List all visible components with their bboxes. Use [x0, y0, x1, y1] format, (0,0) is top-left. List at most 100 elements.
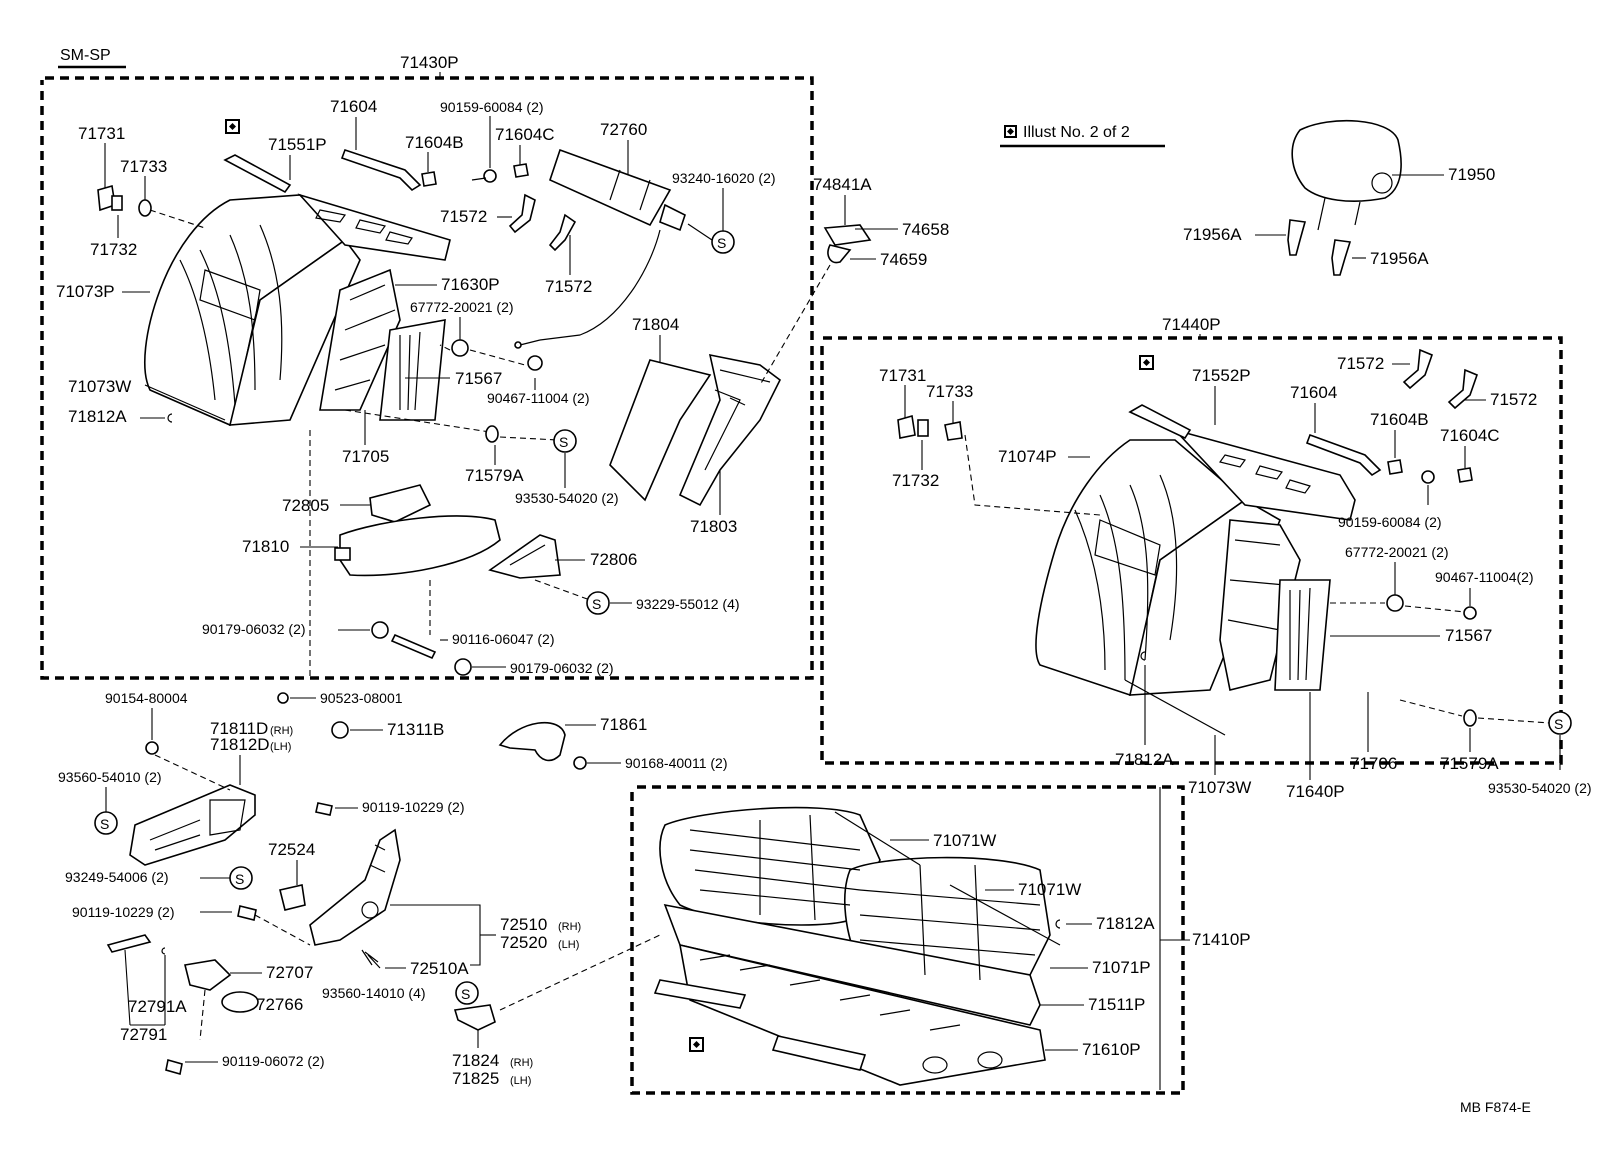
label-71311b: 71311B [387, 720, 444, 739]
label-71572: 71572 [1337, 354, 1384, 373]
s-symbol-icon [94, 811, 118, 835]
label-71705: 71705 [342, 447, 389, 466]
s-symbol-text: S [717, 235, 726, 251]
label-71073w: 71073W [1188, 778, 1251, 797]
label-90179-06032: 90179-06032 (2) [510, 660, 614, 676]
part-72510-recliner: 72510 (RH) 72520 (LH) 72510A [309, 828, 581, 978]
label-71640p: 71640P [1286, 782, 1345, 801]
label-74659: 74659 [880, 250, 927, 269]
label-71733: 71733 [926, 382, 973, 401]
label-71610p: 71610P [1082, 1040, 1141, 1059]
label-93249-54006: 93249-54006 (2) [65, 869, 169, 885]
label-71733: 71733 [120, 157, 167, 176]
part-71731-71733-71732: 71731 71733 71732 [78, 124, 206, 259]
label-71604b: 71604B [1370, 410, 1429, 429]
group-box-71410p: 71410P [630, 785, 1251, 1095]
label-71811d-side: (RH) [270, 725, 293, 737]
label-90154-80004: 90154-80004 [105, 690, 188, 706]
part-71950-headrest: 71950 71956A 71956A [1183, 119, 1495, 276]
model-code: SM-SP [60, 47, 111, 64]
label-71567: 71567 [1445, 626, 1492, 645]
part-74841a: 74841A 74658 74659 [759, 175, 949, 386]
label-71950: 71950 [1448, 165, 1495, 184]
s-symbol-icon [229, 866, 253, 890]
label-72524: 72524 [268, 840, 315, 859]
label-71812d-side: (LH) [270, 741, 291, 753]
part-90119-06072 [165, 1058, 183, 1076]
label-71071w: 71071W [1018, 880, 1081, 899]
label-71731: 71731 [78, 124, 125, 143]
label-72760: 72760 [600, 120, 647, 139]
label-90179-06032: 90179-06032 (2) [202, 621, 306, 637]
label-71810: 71810 [242, 537, 289, 556]
label-90116-06047: 90116-06047 (2) [452, 631, 554, 647]
label-71567: 71567 [455, 369, 502, 388]
label-71812a: 71812A [1096, 914, 1155, 933]
label-72791a: 72791A [128, 997, 187, 1016]
label-90467-11004: 90467-11004 (2) [487, 390, 589, 406]
group-box-71430p: 71430P [40, 53, 814, 680]
label-71572: 71572 [1490, 390, 1537, 409]
s-symbol-text: S [235, 871, 244, 887]
part-71824 [453, 1004, 496, 1031]
part-72791a [161, 947, 166, 955]
label-71812d: 71812D [210, 735, 270, 754]
label-71812a: 71812A [1115, 750, 1174, 769]
label-71579a: 71579A [1440, 754, 1499, 773]
label-72520: 72520 [500, 933, 547, 952]
part-72760-strap [549, 148, 672, 227]
label-93530-54020: 93530-54020 (2) [1488, 780, 1592, 796]
part-71604 [340, 148, 422, 192]
s-symbol-text: S [100, 816, 109, 832]
part-72791 [106, 934, 152, 953]
s-symbol-icon [586, 591, 610, 615]
label-90467-11004: 90467-11004(2) [1435, 569, 1534, 585]
diamond-icon [1143, 359, 1150, 366]
label-93229-55012: 93229-55012 (4) [636, 596, 740, 612]
footer-code: MB F874-E [1460, 1099, 1531, 1115]
label-72520-side: (LH) [558, 939, 579, 951]
label-72510: 72510 [500, 915, 547, 934]
label-71604b: 71604B [405, 133, 464, 152]
label-93240-16020: 93240-16020 (2) [672, 170, 776, 186]
label-72766: 72766 [256, 995, 303, 1014]
label-72805: 72805 [282, 496, 329, 515]
label-72791: 72791 [120, 1025, 167, 1044]
group-box-71440p: 71440P [820, 315, 1563, 765]
group-label-71430p: 71430P [400, 53, 459, 72]
label-72806: 72806 [590, 550, 637, 569]
part-71071w-wire [949, 884, 1061, 946]
s-symbol-icon [1548, 711, 1572, 735]
part-72766 [221, 991, 259, 1013]
diamond-icon [229, 123, 236, 130]
label-71956a: 71956A [1183, 225, 1242, 244]
label-72510-side: (RH) [558, 921, 581, 933]
part-71811d-hinge: 71811D (RH) 71812D (LH) [129, 719, 293, 866]
label-90119-10229: 90119-10229 (2) [72, 904, 174, 920]
label-90168-40011: 90168-40011 (2) [625, 755, 727, 771]
s-symbol-text: S [559, 434, 568, 450]
label-71956a: 71956A [1370, 249, 1429, 268]
label-74841a: 74841A [813, 175, 872, 194]
label-71706: 71706 [1350, 754, 1397, 773]
group-label-71410p: 71410P [1192, 930, 1251, 949]
label-90119-06072: 90119-06072 (2) [222, 1053, 324, 1069]
label-71511p: 71511P [1088, 995, 1145, 1014]
label-71071p: 71071P [1092, 958, 1151, 977]
label-71551p: 71551P [268, 135, 327, 154]
s-symbol-icon [553, 429, 577, 453]
label-71073p: 71073P [56, 282, 115, 301]
diamond-icon [1007, 128, 1014, 135]
label-93530-54020: 93530-54020 (2) [515, 490, 619, 506]
label-71074p: 71074P [998, 447, 1057, 466]
seat-cushion-illustration [653, 806, 1051, 1086]
s-symbol-icon [711, 230, 735, 254]
label-71731: 71731 [879, 366, 926, 385]
label-71552p: 71552P [1192, 366, 1251, 385]
label-71604: 71604 [330, 97, 377, 116]
label-71630p: 71630P [441, 275, 500, 294]
label-71071w: 71071W [933, 831, 996, 850]
s-symbol-text: S [592, 596, 601, 612]
part-bar-71551p [223, 154, 292, 194]
